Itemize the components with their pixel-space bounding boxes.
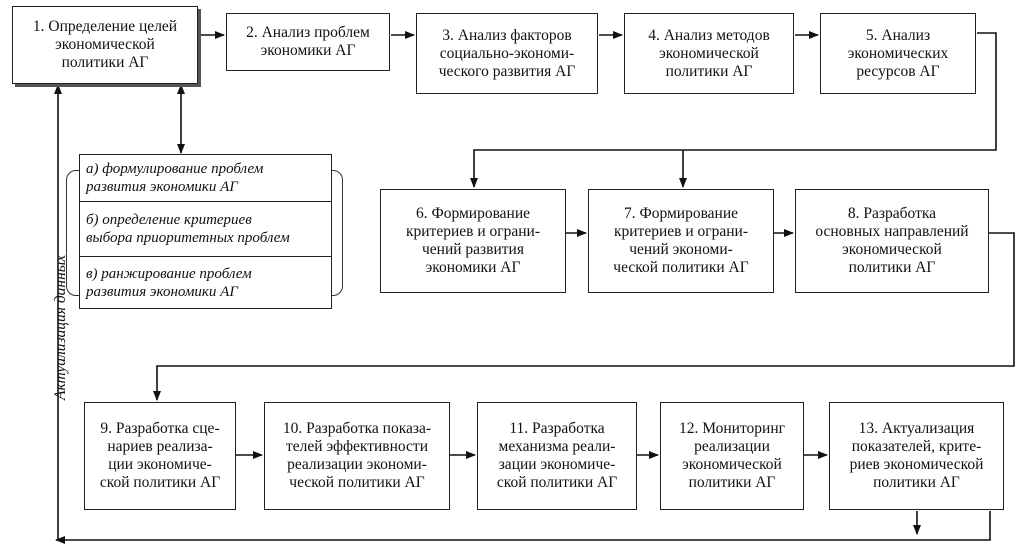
step-12-box: 12. Мониторинг реализации экономической … xyxy=(660,402,804,510)
feedback-bottom-line xyxy=(55,511,991,544)
step-9-box: 9. Разработка сце- нариев реализа- ции э… xyxy=(84,402,236,510)
step-2-box: 2. Анализ проблем экономики АГ xyxy=(226,13,390,71)
step-11-box: 11. Разработка механизма реали- зации эк… xyxy=(477,402,637,510)
arrow-5-to-row2 xyxy=(470,32,997,188)
substep-a: а) формулирование проблем развития эконо… xyxy=(79,154,332,202)
arrow-8-to-row3 xyxy=(153,232,1015,401)
step-5-box: 5. Анализ экономических ресурсов АГ xyxy=(820,13,976,94)
step-8-box: 8. Разработка основных направлений эконо… xyxy=(795,189,989,293)
substep-c: в) ранжирование проблем развития экономи… xyxy=(79,256,332,309)
step-7-box: 7. Формирование критериев и ограни- чени… xyxy=(588,189,774,293)
step-13-box: 13. Актуализация показателей, крите- рие… xyxy=(829,402,1004,510)
substep-b: б) определение критериев выбора приорите… xyxy=(79,201,332,257)
step-3-box: 3. Анализ факторов социально-экономи- че… xyxy=(416,13,598,94)
step-1-box: 1. Определение целей экономической полит… xyxy=(12,6,198,84)
step-10-box: 10. Разработка показа- телей эффективнос… xyxy=(264,402,450,510)
step-4-box: 4. Анализ методов экономической политики… xyxy=(624,13,794,94)
data-update-label: Актуализация данных xyxy=(52,254,69,400)
step-6-box: 6. Формирование критериев и ограни- чени… xyxy=(380,189,566,293)
